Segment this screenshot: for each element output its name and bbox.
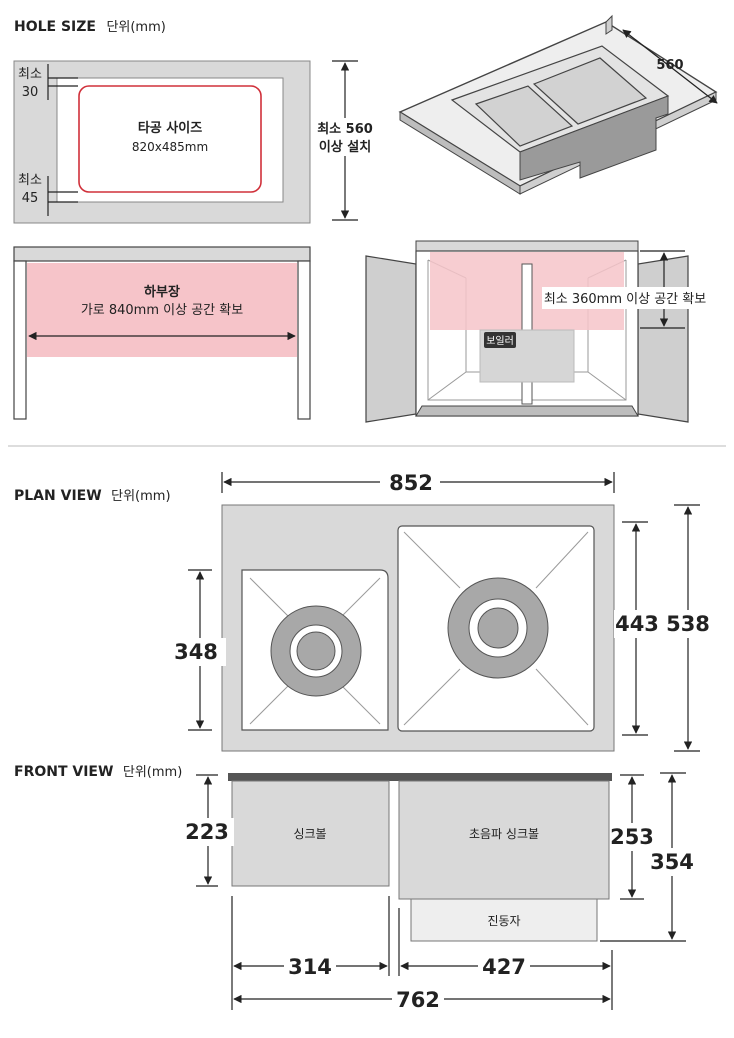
lower-cabinet-front: 하부장 가로 840mm 이상 공간 확보 xyxy=(13,246,311,420)
open-cabinet-with-boiler: 보일러 최소 360mm 이상 공간 확보 xyxy=(365,240,708,423)
left-bowl-label: 싱크볼 xyxy=(293,827,326,841)
dim-total-depth-354: 354 xyxy=(650,850,694,874)
side-min-line2: 이상 설치 xyxy=(319,139,371,155)
depth-note: 최소 360mm 이상 공간 확보 xyxy=(544,292,706,307)
dim-width-852: 852 xyxy=(389,471,433,495)
sink-3d-illustration: 560 xyxy=(398,14,718,195)
dim-right-depth-253: 253 xyxy=(610,825,654,849)
hole-size-plan: 타공 사이즈 820x485mm 최소 30 최소 45 최소 560 이상 설… xyxy=(13,60,376,224)
min-bottom-label: 최소 xyxy=(18,173,42,188)
side-min-line1: 최소 560 xyxy=(317,122,373,137)
min-top-label: 최소 xyxy=(18,67,42,82)
dim-total-width-762: 762 xyxy=(396,988,440,1012)
min-bottom-value: 45 xyxy=(22,191,39,206)
dim-left-bowl-348: 348 xyxy=(174,640,218,664)
dim-right-bowl-443: 443 xyxy=(615,612,659,636)
cut-outline xyxy=(78,85,262,193)
vibrator-label: 진동자 xyxy=(487,914,520,928)
plan-view-title: PLAN VIEW 단위(mm) xyxy=(14,487,171,504)
hole-size-title: HOLE SIZE 단위(mm) xyxy=(14,18,166,35)
right-bowl-label: 초음파 싱크볼 xyxy=(469,827,539,841)
lower-cabinet-line1: 하부장 xyxy=(144,284,180,300)
min-top-value: 30 xyxy=(22,85,39,100)
front-view-title: FRONT VIEW 단위(mm) xyxy=(14,763,182,780)
dim-left-width-314: 314 xyxy=(288,955,332,979)
lower-cabinet-line2: 가로 840mm 이상 공간 확보 xyxy=(81,303,243,318)
dim-left-depth-223: 223 xyxy=(185,820,229,844)
dim-right-width-427: 427 xyxy=(482,955,526,979)
boiler-label: 보일러 xyxy=(486,335,514,347)
dim-depth-538: 538 xyxy=(666,612,710,636)
cut-size: 820x485mm xyxy=(132,140,208,154)
cut-title: 타공 사이즈 xyxy=(138,120,202,136)
plan-view-drawing: 852 348 443 538 xyxy=(174,470,712,752)
front-view-drawing: 싱크볼 초음파 싱크볼 진동자 223 253 354 314 427 xyxy=(184,772,698,1014)
dim-560: 560 xyxy=(656,58,683,73)
